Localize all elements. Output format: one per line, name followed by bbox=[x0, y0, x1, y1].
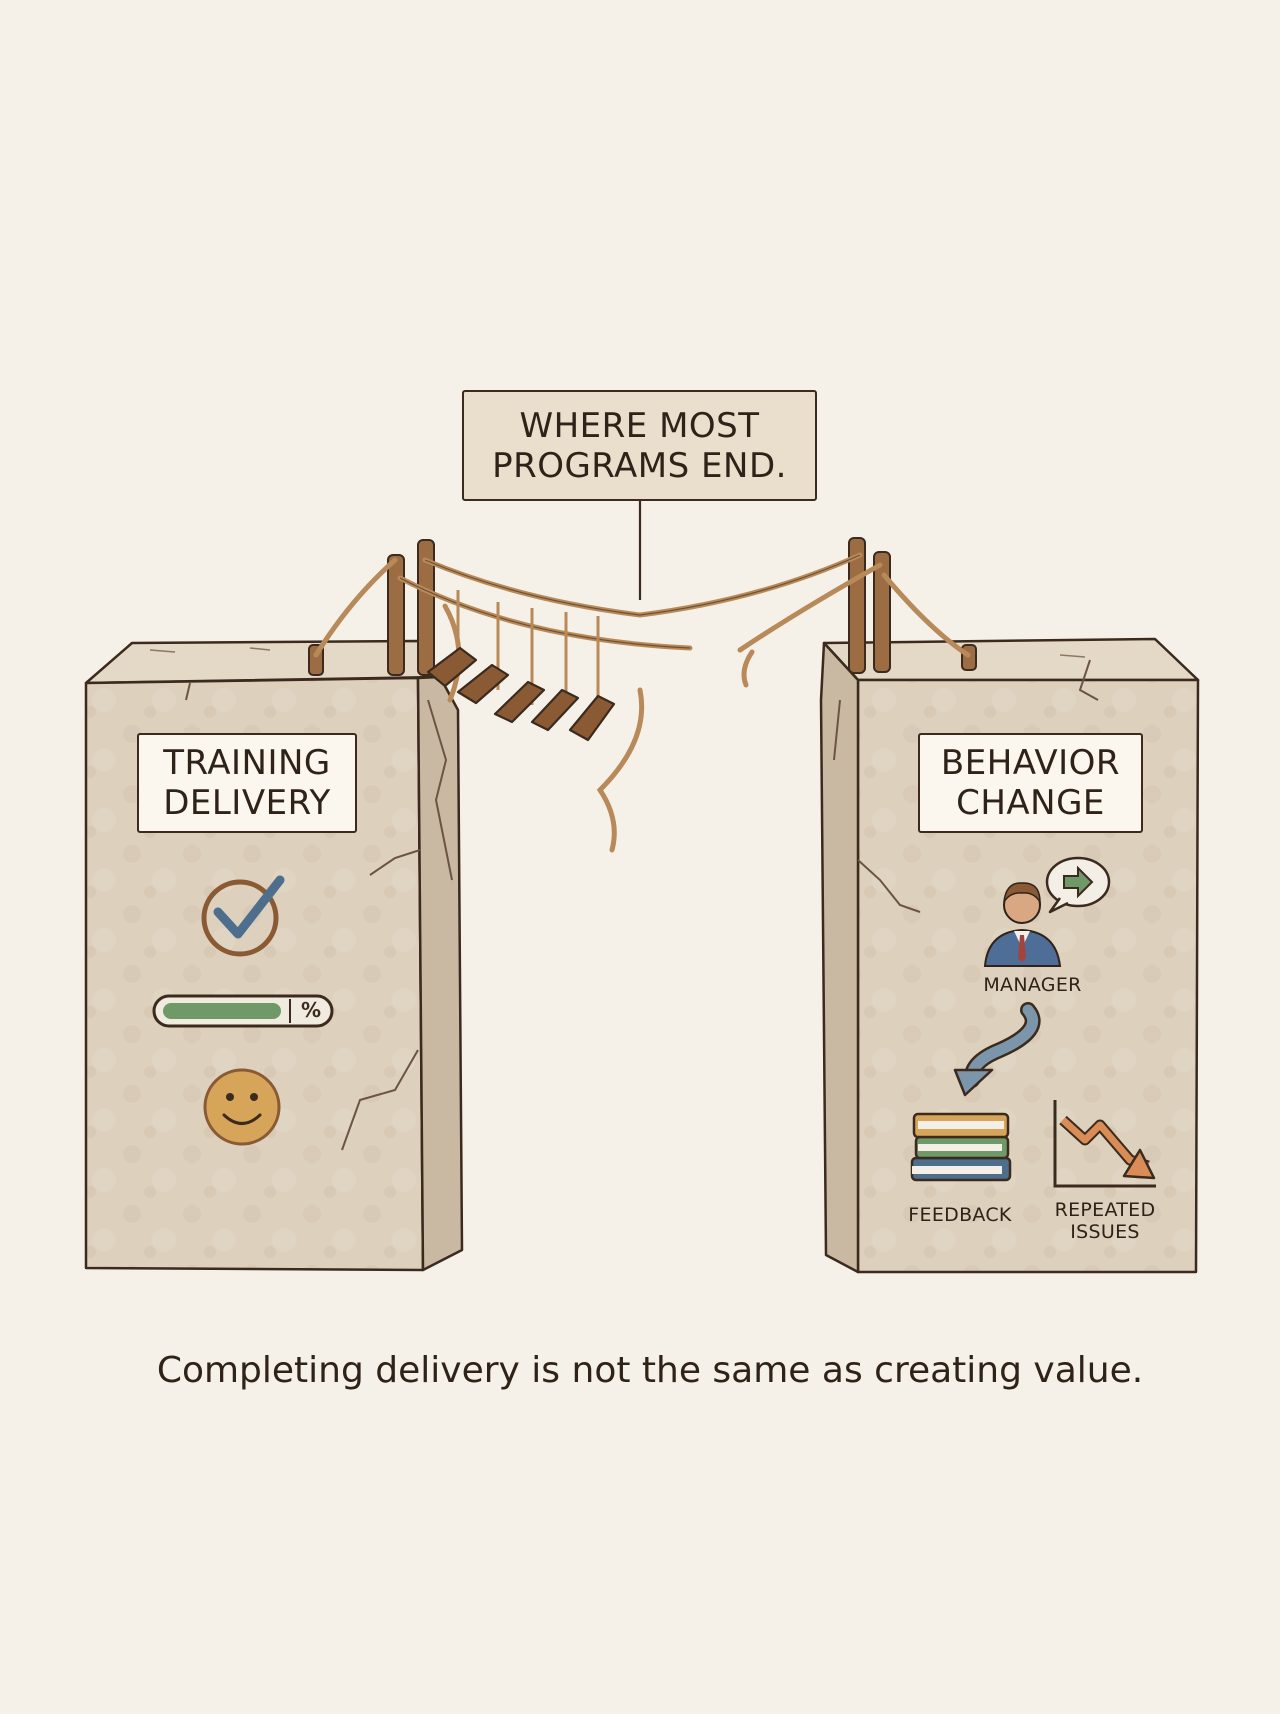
progress-percent-symbol: % bbox=[301, 998, 322, 1022]
curved-arrow-icon bbox=[953, 1002, 1041, 1097]
speech-bubble-arrow-icon bbox=[1045, 856, 1111, 914]
manager-label: MANAGER bbox=[983, 974, 1082, 996]
where-most-programs-end-callout: WHERE MOST PROGRAMS END. bbox=[462, 390, 817, 501]
right-title-line-2: CHANGE bbox=[956, 783, 1105, 823]
feedback-label: FEEDBACK bbox=[908, 1204, 1012, 1226]
repeated-issues-label: REPEATED ISSUES bbox=[1035, 1199, 1175, 1243]
manager-icon bbox=[983, 882, 1062, 967]
left-title-line-2: DELIVERY bbox=[163, 783, 331, 823]
left-title-line-1: TRAINING bbox=[163, 743, 331, 783]
training-delivery-label: TRAINING DELIVERY bbox=[137, 733, 357, 833]
right-title-line-1: BEHAVIOR bbox=[940, 743, 1121, 783]
repeated-issues-line-1: REPEATED bbox=[1054, 1199, 1156, 1221]
callout-line-1: WHERE MOST bbox=[519, 405, 760, 446]
repeated-issues-line-2: ISSUES bbox=[1070, 1221, 1140, 1243]
bridge-planks bbox=[426, 646, 616, 742]
right-bridge-posts bbox=[848, 537, 977, 674]
progress-bar-icon bbox=[152, 994, 334, 1028]
checkmark-icon bbox=[201, 875, 285, 957]
behavior-change-label: BEHAVIOR CHANGE bbox=[918, 733, 1143, 833]
caption: Completing delivery is not the same as c… bbox=[156, 1350, 1144, 1391]
books-icon bbox=[910, 1112, 1012, 1182]
declining-chart-icon bbox=[1053, 1100, 1156, 1188]
progress-fill bbox=[163, 1003, 281, 1019]
callout-line-2: PROGRAMS END. bbox=[492, 445, 787, 486]
left-bridge-posts bbox=[308, 539, 435, 676]
broken-rope-bridge bbox=[308, 501, 977, 853]
smiley-icon bbox=[203, 1068, 281, 1146]
